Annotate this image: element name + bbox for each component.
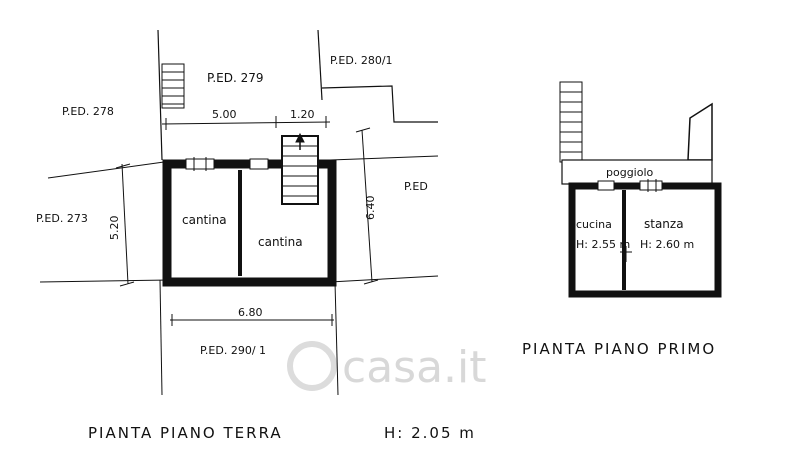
first-floor-plan: [559, 81, 722, 298]
dimension-lines: [115, 116, 379, 326]
staircase: [281, 132, 319, 205]
first-floor-stair: [559, 81, 583, 163]
watermark-text: casa.it: [342, 342, 487, 393]
room-label-stanza: stanza: [644, 217, 684, 231]
ground-floor-plan: [39, 29, 439, 396]
room-label-cucina: cucina: [576, 218, 612, 231]
watermark: casa.it: [287, 341, 487, 393]
dimension-width-bottom: 6.80: [238, 306, 263, 319]
dimension-width-top: 5.00: [212, 108, 237, 121]
parcel-label-279: P.ED. 279: [207, 71, 264, 85]
dimension-depth-left: 5.20: [108, 216, 121, 241]
parcel-label-280: P.ED. 280/1: [330, 54, 393, 67]
dimension-depth-right: 6.40: [364, 196, 377, 221]
room-label-cantina-left: cantina: [182, 213, 227, 227]
balcony-outline: [561, 159, 713, 185]
room-label-poggiolo: poggiolo: [606, 166, 654, 179]
external-stair: [161, 63, 185, 109]
ground-floor-height: H: 2.05 m: [384, 424, 476, 442]
parcel-label-290: P.ED. 290/ 1: [200, 344, 266, 357]
room-height-stanza: H: 2.60 m: [640, 238, 694, 251]
room-label-cantina-right: cantina: [258, 235, 303, 249]
dimension-stair-width: 1.20: [290, 108, 315, 121]
room-height-cucina: H: 2.55 m: [576, 238, 630, 251]
ground-floor-title: PIANTA PIANO TERRA: [88, 424, 283, 442]
parcel-label-right: P.ED: [404, 180, 428, 193]
first-floor-title: PIANTA PIANO PRIMO: [522, 340, 716, 358]
parcel-label-273: P.ED. 273: [36, 212, 88, 225]
parcel-label-278: P.ED. 278: [62, 105, 114, 118]
